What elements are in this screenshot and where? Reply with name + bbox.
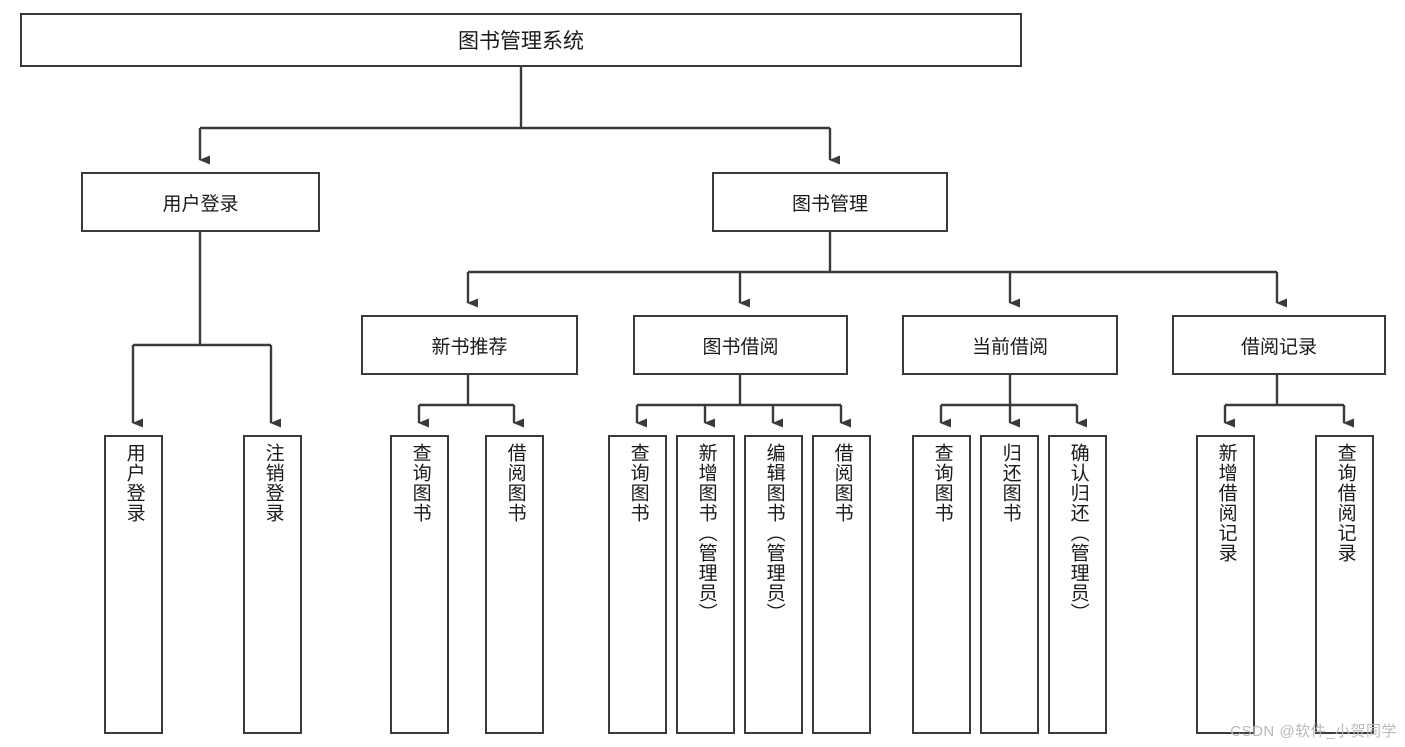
leaf-label: 借阅图书 [831,443,853,523]
leaf-label: 注销登录 [262,443,284,523]
leaf-borrow-add-book-admin[interactable]: 新增图书（管理员） [676,435,735,734]
node-new-book-recommend[interactable]: 新书推荐 [361,315,578,375]
node-book-management[interactable]: 图书管理 [712,172,948,232]
watermark: CSDN @软件_小贺同学 [1230,723,1397,740]
leaf-user-login-logout[interactable]: 注销登录 [243,435,302,734]
leaf-label: 确认归还（管理员） [1067,443,1089,623]
leaf-recommend-borrow-book[interactable]: 借阅图书 [485,435,544,734]
leaf-record-query-record[interactable]: 查询借阅记录 [1315,435,1374,734]
node-root[interactable]: 图书管理系统 [20,13,1022,67]
leaf-recommend-query-book[interactable]: 查询图书 [390,435,449,734]
leaf-label: 查询图书 [409,443,431,523]
leaf-label: 编辑图书（管理员） [763,443,785,623]
leaf-label: 借阅图书 [504,443,526,523]
node-book-borrow[interactable]: 图书借阅 [633,315,848,375]
leaf-current-query-book[interactable]: 查询图书 [912,435,971,734]
leaf-label: 新增图书（管理员） [695,443,717,623]
leaf-current-return-book[interactable]: 归还图书 [980,435,1039,734]
leaf-current-confirm-return-admin[interactable]: 确认归还（管理员） [1048,435,1107,734]
leaf-label: 用户登录 [123,443,145,523]
node-user-login[interactable]: 用户登录 [81,172,320,232]
leaf-record-add-record[interactable]: 新增借阅记录 [1196,435,1255,734]
leaf-label: 归还图书 [999,443,1021,523]
leaf-borrow-borrow-book[interactable]: 借阅图书 [812,435,871,734]
leaf-label: 查询借阅记录 [1334,443,1356,563]
leaf-user-login-login[interactable]: 用户登录 [104,435,163,734]
node-borrow-record[interactable]: 借阅记录 [1172,315,1386,375]
node-current-borrow[interactable]: 当前借阅 [902,315,1118,375]
leaf-label: 新增借阅记录 [1215,443,1237,563]
leaf-borrow-query-book[interactable]: 查询图书 [608,435,667,734]
leaf-borrow-edit-book-admin[interactable]: 编辑图书（管理员） [744,435,803,734]
leaf-label: 查询图书 [627,443,649,523]
leaf-label: 查询图书 [931,443,953,523]
